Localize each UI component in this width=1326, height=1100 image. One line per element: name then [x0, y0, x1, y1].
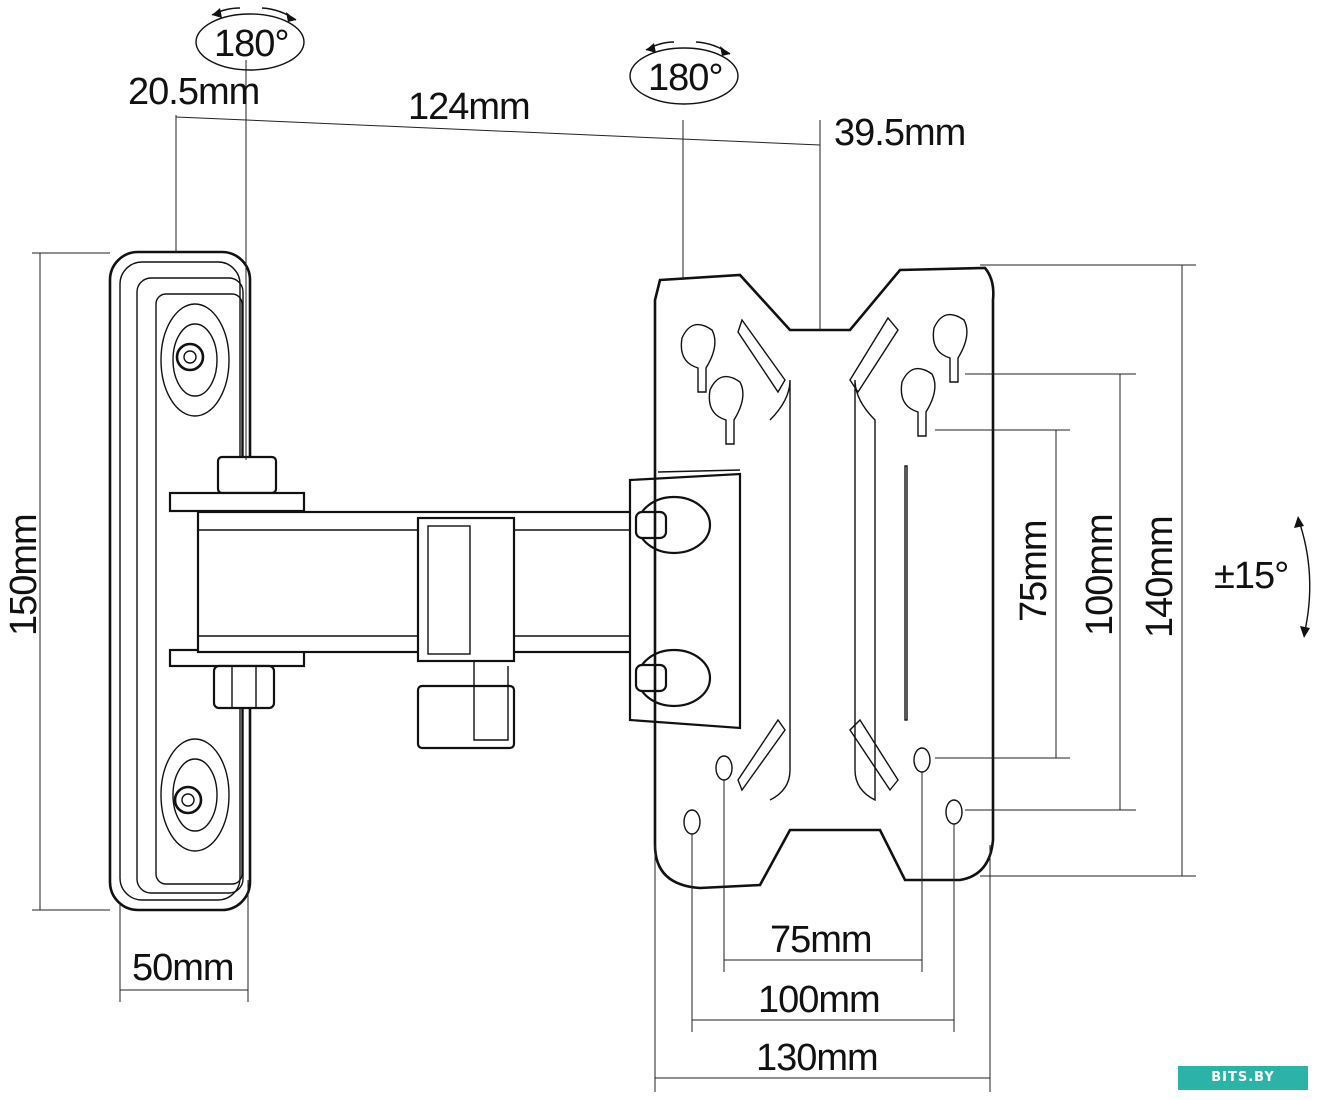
plate-connector	[628, 469, 742, 730]
hole-100-right	[945, 799, 963, 825]
wall-screw-bottom	[160, 738, 230, 852]
label-wall-plate-height: 150mm	[3, 514, 45, 636]
label-vesa-v-75: 75mm	[1013, 520, 1055, 622]
bolt-bottom	[634, 648, 712, 708]
label-arm-length: 124mm	[408, 86, 530, 128]
watermark-badge: BITS.BY	[1178, 1066, 1308, 1090]
label-tilt: ±15°	[1214, 555, 1288, 597]
wall-screw-top	[160, 303, 230, 417]
label-vesa-h-75: 75mm	[770, 919, 872, 961]
label-vesa-h-100: 100mm	[758, 979, 880, 1021]
bolt-top	[634, 495, 712, 555]
tilt-indicator	[1294, 516, 1311, 638]
keyhole-top-right	[932, 313, 968, 383]
rotation-indicator-wall	[195, 7, 305, 71]
hole-75-right	[913, 747, 931, 773]
label-wall-plate-width: 50mm	[132, 947, 234, 989]
label-plate-height: 140mm	[1139, 516, 1181, 638]
hole-75-left	[715, 755, 733, 781]
arm	[196, 510, 640, 750]
label-plate-offset: 39.5mm	[834, 112, 965, 154]
dimension-lines	[32, 60, 1196, 1092]
vesa-plate	[653, 266, 995, 890]
keyhole-mid-right	[900, 367, 936, 437]
hole-100-left	[683, 809, 701, 835]
rotation-indicator-plate	[629, 41, 739, 105]
label-vesa-v-100: 100mm	[1079, 514, 1121, 636]
keyhole-mid-left	[708, 375, 744, 445]
label-wall-offset: 20.5mm	[128, 71, 259, 113]
label-plate-swivel: 180°	[648, 57, 723, 99]
label-plate-width: 130mm	[756, 1037, 878, 1079]
label-wall-swivel: 180°	[214, 23, 289, 65]
keyhole-top-left	[680, 323, 716, 393]
